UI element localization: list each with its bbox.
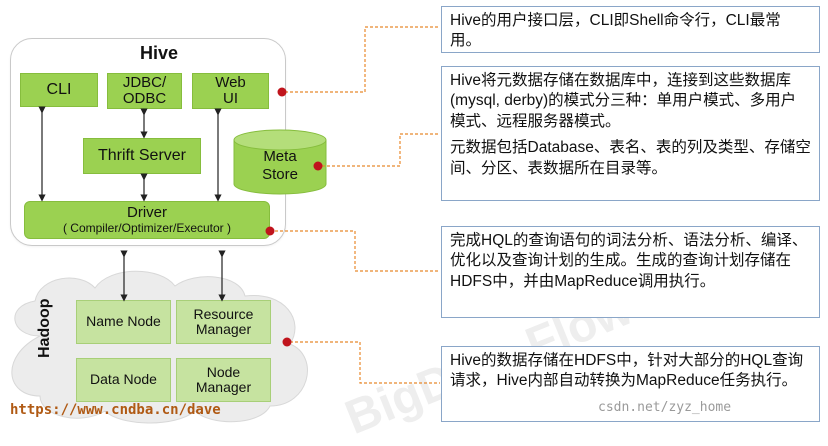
note-hadoop: Hive的数据存储在HDFS中，针对大部分的HQL查询请求，Hive内部自动转换… (441, 346, 820, 422)
node-manager-box: Node Manager (176, 358, 271, 402)
metastore-cylinder (233, 129, 327, 195)
dot-1 (277, 87, 287, 97)
note-user-interface: Hive的用户接口层，CLI即Shell命令行，CLI最常用。 (441, 6, 820, 53)
note-metastore: Hive将元数据存储在数据库中，连接到这些数据库(mysql, derby)的模… (441, 66, 820, 201)
resource-manager-box: Resource Manager (176, 300, 271, 344)
connector-4 (290, 341, 440, 384)
connector-3 (270, 230, 440, 272)
data-node-box: Data Node (76, 358, 171, 402)
connector-1 (285, 26, 440, 93)
hive-title: Hive (140, 43, 179, 63)
connectors (38, 26, 440, 384)
dot-3 (265, 226, 275, 236)
dot-4 (282, 337, 292, 347)
note-driver: 完成HQL的查询语句的词法分析、语法分析、编译、优化以及查询计划的生成。生成的查… (441, 226, 820, 318)
jdbc-odbc-box: JDBC/ ODBC (107, 73, 182, 109)
source-url: https://www.cndba.cn/dave (10, 402, 221, 418)
credit-watermark: csdn.net/zyz_home (598, 400, 732, 415)
dot-2 (313, 161, 323, 171)
metastore-label: Meta Store (262, 148, 298, 183)
name-node-box: Name Node (76, 300, 171, 344)
web-ui-box: Web UI (192, 73, 269, 109)
connector-2 (322, 133, 440, 167)
thrift-server-box: Thrift Server (83, 138, 201, 174)
driver-box: Driver ( Compiler/Optimizer/Executor ) (24, 201, 270, 239)
cli-box: CLI (20, 73, 98, 107)
